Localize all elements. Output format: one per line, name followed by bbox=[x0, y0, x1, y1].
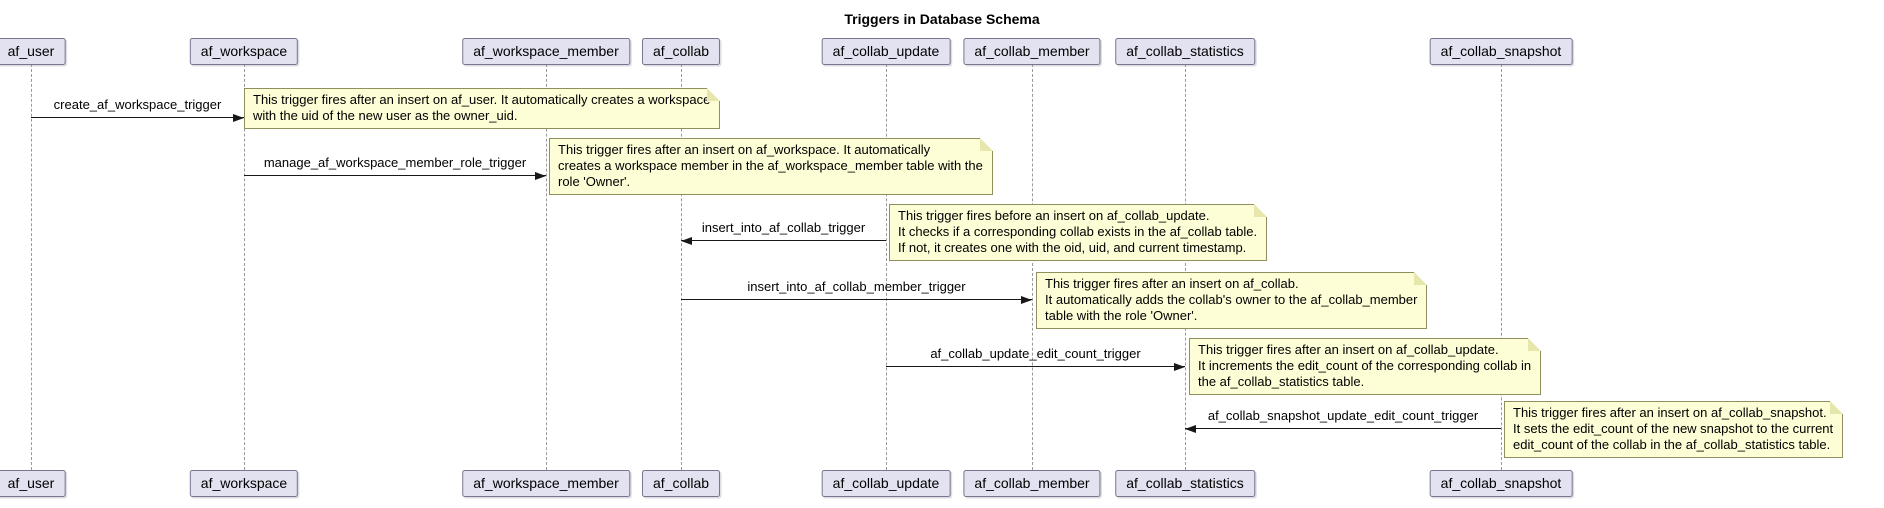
participant-af_collab_statistics-bottom: af_collab_statistics bbox=[1115, 470, 1255, 497]
note-text-line: This trigger fires before an insert on a… bbox=[898, 208, 1210, 223]
lifeline-af_collab_snapshot bbox=[1500, 64, 1502, 470]
arrowhead-icon bbox=[1174, 362, 1185, 371]
trigger-note-6: This trigger fires after an insert on af… bbox=[1504, 401, 1844, 458]
note-text-line: the af_collab_statistics table. bbox=[1198, 374, 1365, 389]
message-label-insert_into_af_collab_member_trigger: insert_into_af_collab_member_trigger bbox=[747, 279, 966, 294]
trigger-note-5: This trigger fires after an insert on af… bbox=[1189, 338, 1542, 395]
participant-af_collab: af_collab bbox=[641, 38, 721, 65]
note-text-line: It checks if a corresponding collab exis… bbox=[898, 224, 1258, 239]
message-label-create_af_workspace_trigger: create_af_workspace_trigger bbox=[53, 97, 222, 112]
participant-af_workspace-bottom: af_workspace bbox=[189, 470, 299, 497]
message-label-manage_af_workspace_member_role_trigger: manage_af_workspace_member_role_trigger bbox=[263, 155, 527, 170]
note-text-line: This trigger fires after an insert on af… bbox=[1045, 276, 1299, 291]
lifeline-af_collab bbox=[680, 64, 682, 470]
trigger-note-3: This trigger fires before an insert on a… bbox=[889, 204, 1268, 261]
participant-af_collab_snapshot: af_collab_snapshot bbox=[1429, 38, 1573, 65]
message-line-af_collab_update_edit_count_trigger bbox=[886, 366, 1185, 367]
arrowhead-icon bbox=[233, 113, 244, 122]
arrowhead-icon bbox=[681, 236, 692, 245]
message-line-insert_into_af_collab_trigger bbox=[681, 240, 886, 241]
note-text-line: This trigger fires after an insert on af… bbox=[253, 92, 711, 107]
trigger-note-2: This trigger fires after an insert on af… bbox=[549, 138, 993, 195]
lifeline-af_workspace_member bbox=[545, 64, 547, 470]
lifeline-af_collab_statistics bbox=[1184, 64, 1186, 470]
lifeline-af_collab_update bbox=[885, 64, 887, 470]
participant-af_collab_snapshot-bottom: af_collab_snapshot bbox=[1429, 470, 1573, 497]
note-text-line: It increments the edit_count of the corr… bbox=[1198, 358, 1532, 373]
note-text-line: This trigger fires after an insert on af… bbox=[1198, 342, 1499, 357]
participant-af_collab_member-bottom: af_collab_member bbox=[963, 470, 1101, 497]
note-text-line: It automatically adds the collab's owner… bbox=[1045, 292, 1418, 307]
participant-af_collab_member: af_collab_member bbox=[963, 38, 1101, 65]
message-label-af_collab_update_edit_count_trigger: af_collab_update_edit_count_trigger bbox=[930, 346, 1141, 361]
lifeline-af_user bbox=[30, 64, 32, 470]
lifeline-af_collab_member bbox=[1031, 64, 1033, 470]
note-text-line: This trigger fires after an insert on af… bbox=[558, 142, 931, 157]
participant-af_workspace_member-bottom: af_workspace_member bbox=[462, 470, 630, 497]
participant-af_collab-bottom: af_collab bbox=[641, 470, 721, 497]
message-label-af_collab_snapshot_update_edit_count_trigger: af_collab_snapshot_update_edit_count_tri… bbox=[1207, 408, 1479, 423]
message-line-insert_into_af_collab_member_trigger bbox=[681, 299, 1032, 300]
arrowhead-icon bbox=[1185, 424, 1196, 433]
participant-af_collab_update: af_collab_update bbox=[821, 38, 951, 65]
note-text-line: creates a workspace member in the af_wor… bbox=[558, 158, 983, 173]
message-line-create_af_workspace_trigger bbox=[31, 117, 244, 118]
participant-af_workspace: af_workspace bbox=[189, 38, 299, 65]
trigger-note-4: This trigger fires after an insert on af… bbox=[1036, 272, 1428, 329]
note-text-line: It sets the edit_count of the new snapsh… bbox=[1513, 421, 1834, 436]
arrowhead-icon bbox=[535, 171, 546, 180]
participant-af_user-bottom: af_user bbox=[0, 470, 66, 497]
note-text-line: This trigger fires after an insert on af… bbox=[1513, 405, 1827, 420]
message-line-af_collab_snapshot_update_edit_count_trigger bbox=[1185, 428, 1501, 429]
participant-af_collab_statistics: af_collab_statistics bbox=[1115, 38, 1255, 65]
trigger-note-1: This trigger fires after an insert on af… bbox=[244, 88, 721, 129]
note-text-line: with the uid of the new user as the owne… bbox=[253, 108, 518, 123]
participant-af_workspace_member: af_workspace_member bbox=[462, 38, 630, 65]
participant-af_collab_update-bottom: af_collab_update bbox=[821, 470, 951, 497]
note-text-line: table with the role 'Owner'. bbox=[1045, 308, 1198, 323]
participant-af_user: af_user bbox=[0, 38, 66, 65]
message-line-manage_af_workspace_member_role_trigger bbox=[244, 175, 546, 176]
lifeline-af_workspace bbox=[243, 64, 245, 470]
message-label-insert_into_af_collab_trigger: insert_into_af_collab_trigger bbox=[701, 220, 866, 235]
diagram-title: Triggers in Database Schema bbox=[844, 11, 1040, 27]
note-text-line: edit_count of the collab in the af_colla… bbox=[1513, 437, 1831, 452]
arrowhead-icon bbox=[1021, 295, 1032, 304]
note-text-line: If not, it creates one with the oid, uid… bbox=[898, 240, 1247, 255]
note-text-line: role 'Owner'. bbox=[558, 174, 631, 189]
